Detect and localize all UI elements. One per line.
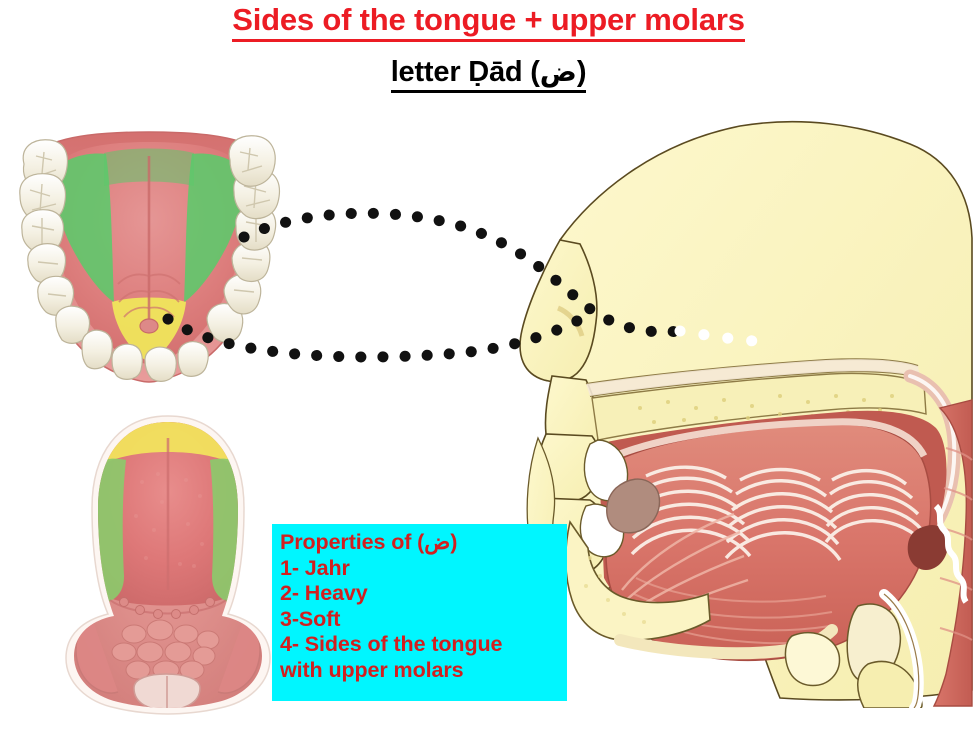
tooth <box>177 341 209 377</box>
upper-teeth-row <box>19 135 281 382</box>
hard-palate-bone <box>591 372 927 441</box>
tooth <box>206 303 244 343</box>
green-left-band <box>53 153 114 302</box>
tongue-diagram <box>62 412 274 717</box>
lingual-tonsil-nodules <box>111 619 220 680</box>
tooth <box>81 329 113 370</box>
mandible-marrow-speckle <box>584 556 646 624</box>
subtitle: letter Ḍād (ض) <box>0 55 977 93</box>
upper-dotted-arc <box>238 207 686 338</box>
tongue-right-green-edge <box>210 458 240 602</box>
tooth <box>55 305 91 344</box>
tongue-left-green-edge <box>96 458 126 602</box>
sagittal-head-diagram <box>440 108 977 713</box>
tooth <box>144 346 177 382</box>
properties-line: 3-Soft <box>280 606 341 631</box>
dotted-connector-lines <box>140 195 760 370</box>
circumvallate-papillae <box>119 597 215 619</box>
subtitle-prefix: letter Ḍād ( <box>390 56 540 88</box>
pharyngeal-wall <box>932 399 973 707</box>
subtitle-arabic-letter: ض <box>539 56 577 88</box>
tongue-dorsum-mucosa <box>608 418 928 462</box>
tooth <box>111 343 143 380</box>
hyoid-bone <box>784 631 841 687</box>
cervical-ridge <box>933 503 969 604</box>
subtitle-suffix: ) <box>576 56 587 88</box>
mandible <box>564 520 711 642</box>
subtitle-text: letter Ḍād (ض) <box>390 55 587 93</box>
pharynx-folds <box>939 447 973 641</box>
properties-line: 1- Jahr <box>280 555 350 580</box>
properties-line: 4- Sides of the tongue <box>280 632 503 656</box>
tooth <box>19 173 67 224</box>
green-right-band <box>184 153 245 302</box>
tooth <box>37 275 75 316</box>
properties-line: 2- Heavy <box>280 581 368 605</box>
incisive-papilla <box>139 318 159 334</box>
properties-line: Properties of (ض) <box>280 530 458 554</box>
thyroid-cartilage <box>857 660 923 709</box>
palatal-rugae <box>117 273 181 318</box>
properties-box: Properties of (ض) 1- Jahr 2- Heavy 3-Sof… <box>272 524 567 701</box>
main-title-text: Sides of the tongue + upper molars <box>232 2 745 42</box>
tooth <box>228 135 276 187</box>
sulcus-terminalis <box>109 599 227 615</box>
tooth <box>27 243 67 284</box>
palate-diagram <box>8 126 290 388</box>
papillae-texture <box>134 472 204 568</box>
main-title: Sides of the tongue + upper molars <box>0 2 977 42</box>
lower-dotted-arc <box>162 307 598 363</box>
pharyngeal-recess <box>907 524 948 570</box>
tongue-tip-sagittal <box>606 478 661 534</box>
dotted-arc-over-tongue <box>674 325 760 347</box>
properties-line: with upper molars <box>280 657 464 682</box>
soft-palate-highlight <box>908 374 957 534</box>
tooth <box>21 209 65 254</box>
laryngeal-cartilage-outline <box>883 593 920 709</box>
nasal-passage <box>586 359 920 396</box>
